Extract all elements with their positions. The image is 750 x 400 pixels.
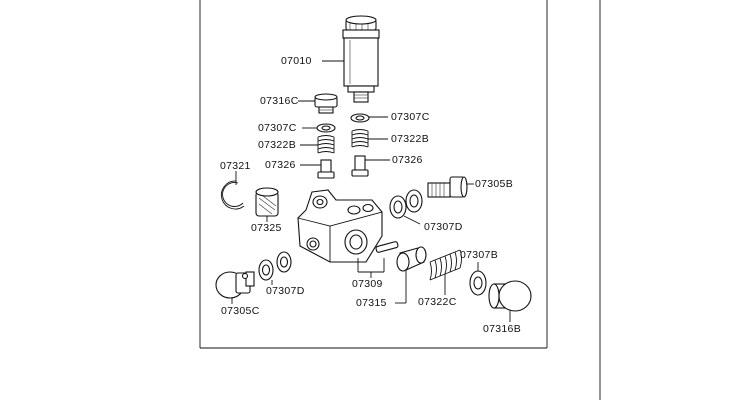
label-07307b: 07307B xyxy=(460,249,499,261)
part-hand-pump-drawing xyxy=(322,15,380,103)
label-07325: 07325 xyxy=(251,222,282,234)
label-07307d-left: 07307D xyxy=(266,285,305,297)
part-strainer-drawing xyxy=(255,187,279,222)
label-07315: 07315 xyxy=(356,297,387,309)
part-bolt-07305c-drawing xyxy=(215,271,255,304)
part-washer-07307d-left-drawing xyxy=(258,251,292,285)
part-spring-07322b-drawing xyxy=(300,129,388,154)
part-pin-drawing xyxy=(357,241,399,278)
part-bolt-07305b-drawing xyxy=(427,176,474,198)
part-pump-body-drawing xyxy=(297,189,383,263)
part-valve-07326-drawing xyxy=(300,155,390,179)
part-plug-07316b-drawing xyxy=(488,280,532,322)
label-07305b: 07305B xyxy=(475,178,514,190)
part-plug-07316c-drawing xyxy=(298,93,338,114)
part-washer-07307b-drawing xyxy=(469,262,487,296)
label-07316c: 07316C xyxy=(260,95,299,107)
label-07322b-right: 07322B xyxy=(391,133,430,145)
label-07307d-right: 07307D xyxy=(424,221,463,233)
label-07322c: 07322C xyxy=(418,296,457,308)
label-07307c-left: 07307C xyxy=(258,122,297,134)
part-snap-ring-drawing xyxy=(220,171,245,210)
label-07326-right: 07326 xyxy=(392,154,423,166)
label-07307c-right: 07307C xyxy=(391,111,430,123)
label-07010: 07010 xyxy=(281,55,312,67)
label-07322b-left: 07322B xyxy=(258,139,297,151)
label-07316b: 07316B xyxy=(483,323,522,335)
label-07309: 07309 xyxy=(352,278,383,290)
label-07326-left: 07326 xyxy=(265,159,296,171)
part-sleeve-drawing xyxy=(395,246,427,304)
diagram-frame xyxy=(199,0,601,400)
part-washer-07307c-drawing xyxy=(302,113,388,133)
label-07305c: 07305C xyxy=(221,305,260,317)
label-07321: 07321 xyxy=(220,160,251,172)
part-washer-07307d-right-drawing xyxy=(389,189,423,225)
part-spring-07322c-drawing xyxy=(429,249,462,295)
